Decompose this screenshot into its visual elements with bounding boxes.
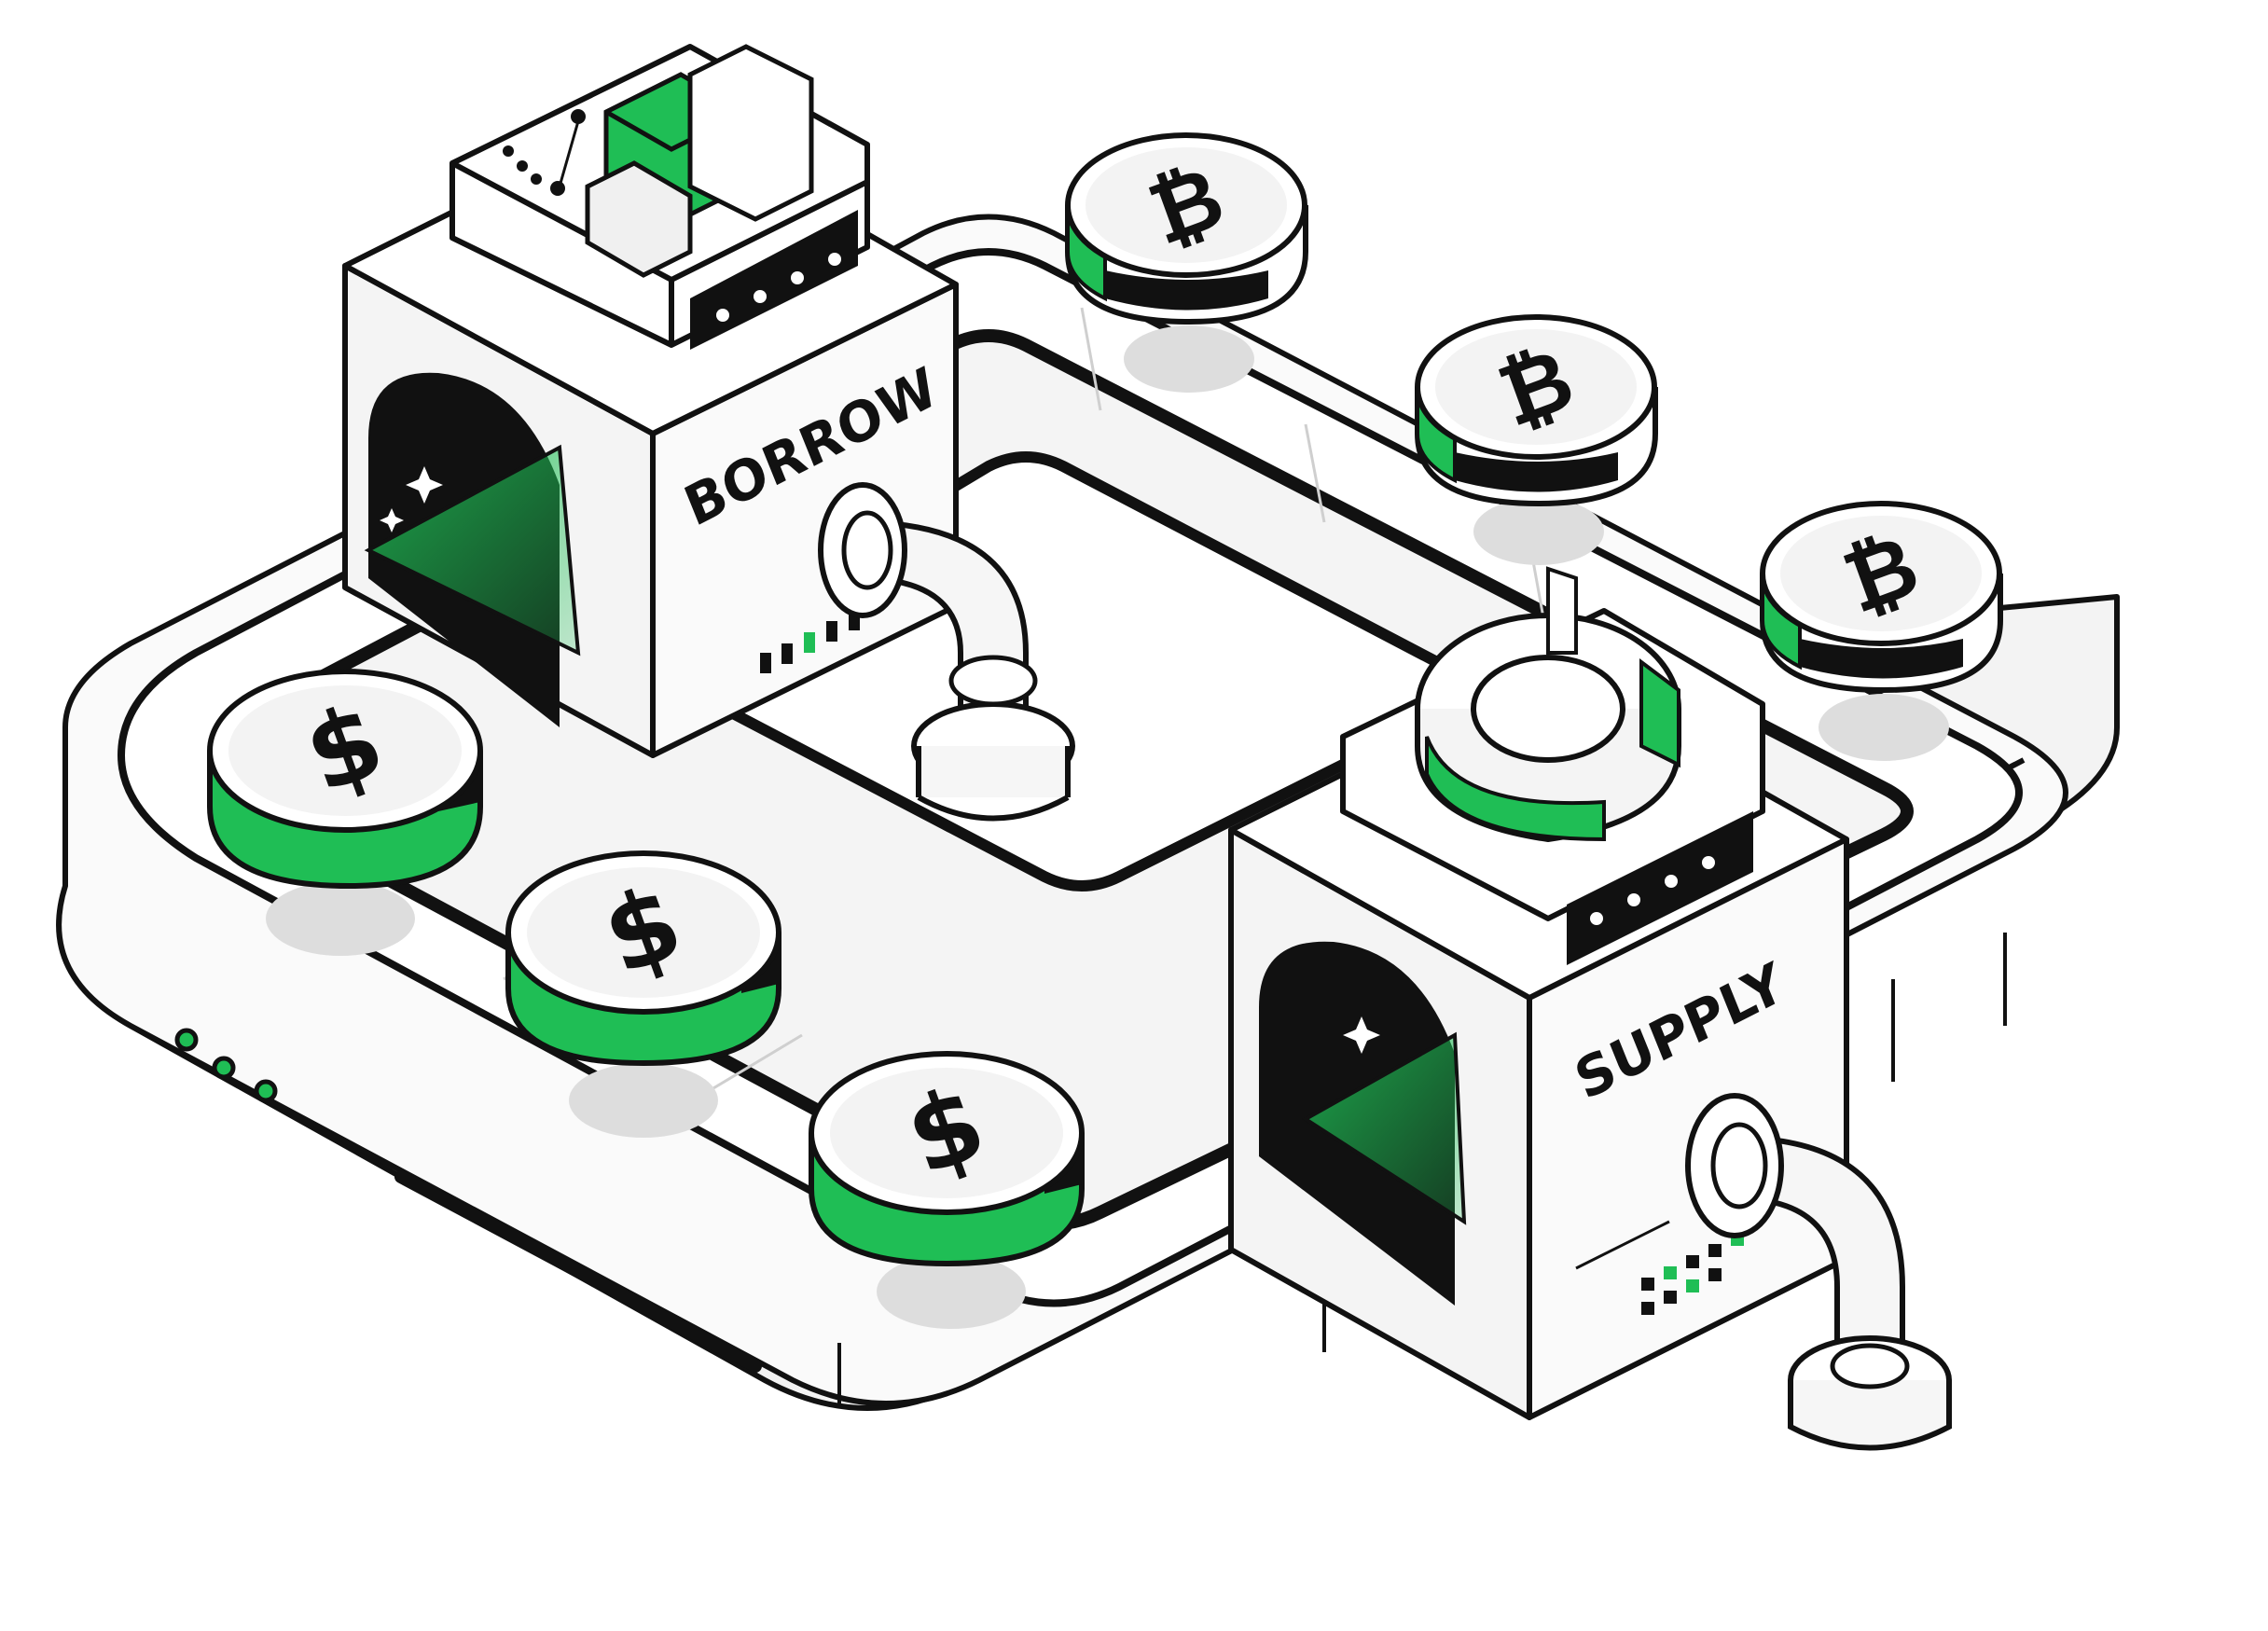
dollar-coin-3: $: [809, 1051, 1085, 1267]
coin-shadows: [266, 325, 1949, 1329]
status-lights: [174, 1028, 278, 1103]
bitcoin-coin-3: ₿: [1760, 501, 2003, 694]
bitcoin-coin-1: ₿: [1065, 132, 1308, 325]
dollar-coin-1: $: [207, 669, 483, 890]
dollar-coin-2: $: [505, 850, 781, 1067]
borrow-top-module: [449, 44, 870, 350]
borrow-pipe: [818, 482, 1075, 822]
supply-pipe: [1685, 1093, 1952, 1451]
bitcoin-coin-2: ₿: [1415, 314, 1658, 507]
supply-top-module: [1340, 566, 1765, 965]
